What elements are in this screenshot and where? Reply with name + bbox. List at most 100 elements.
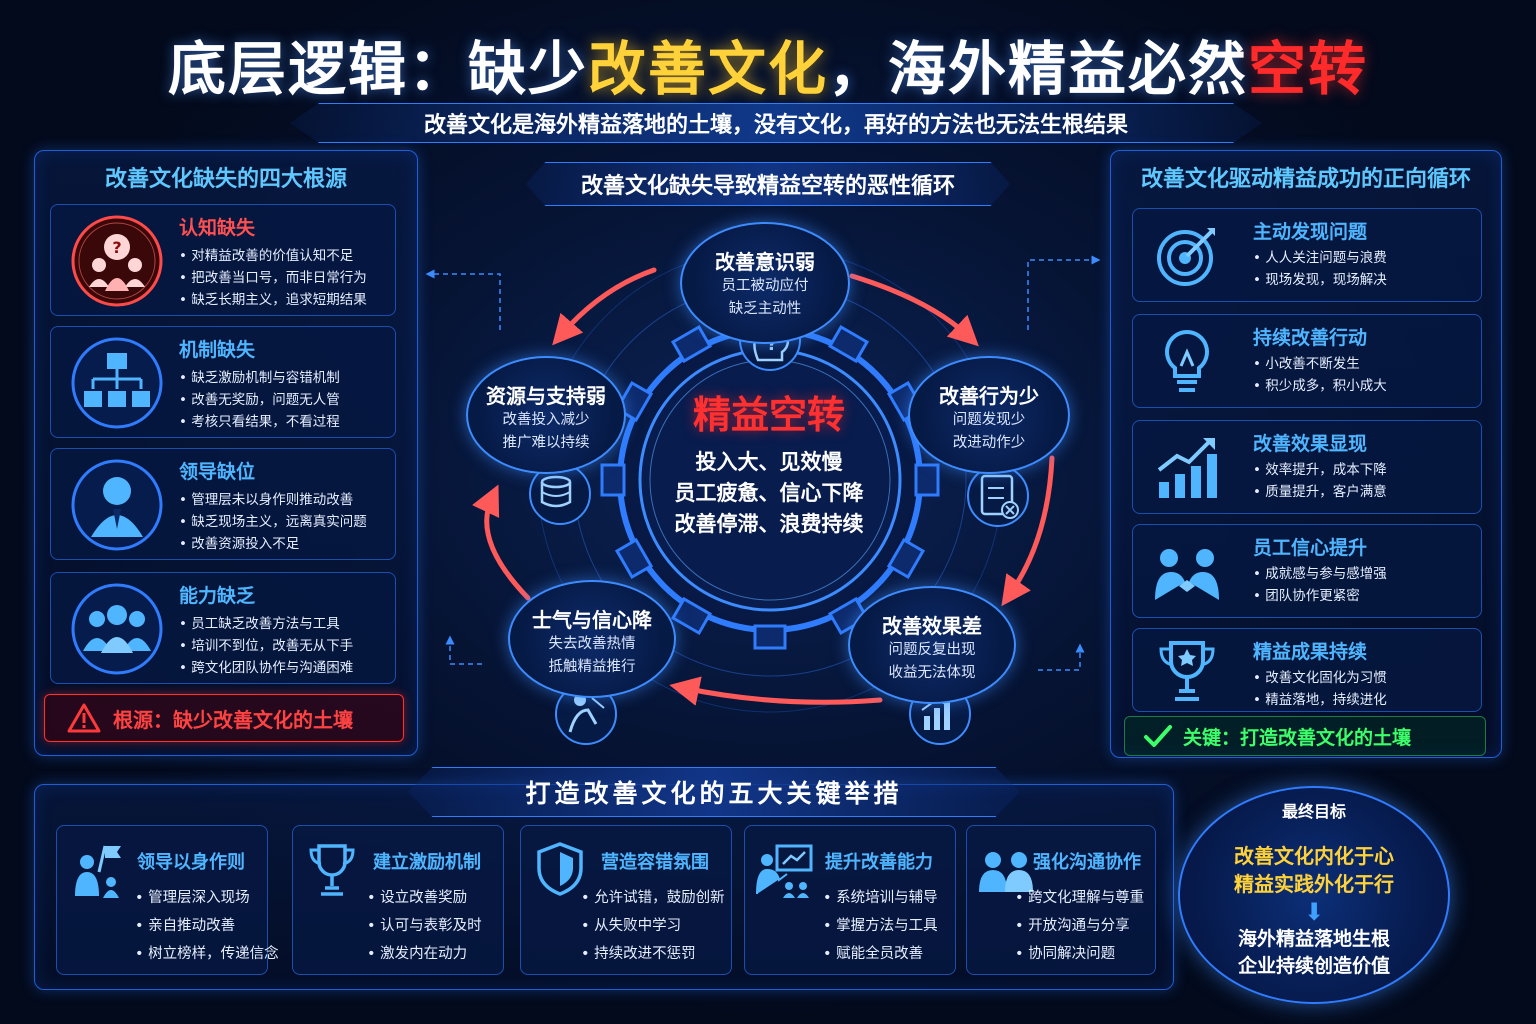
cause-list: 管理层未以身作则推动改善 缺乏现场主义，远离真实问题 改善资源投入不足 <box>179 489 367 555</box>
leader-icon <box>71 459 163 551</box>
cause-title: 认知缺失 <box>179 217 256 239</box>
positive-title: 改善效果显现 <box>1253 433 1368 455</box>
cause-item: 改善无奖励，问题无人管 <box>179 389 340 411</box>
node-line: 收益无法体现 <box>888 665 976 681</box>
goal-top-line: 改善文化内化于心 <box>1234 844 1394 868</box>
cycle-node-behavior: 改善行为少 问题发现少 改进动作少 <box>908 356 1070 474</box>
positive-item: 改善文化固化为习惯 <box>1253 667 1387 689</box>
team-icon <box>71 583 163 675</box>
alert-text: 根源：缺少改善文化的土壤 <box>113 707 353 732</box>
positive-item: 团队协作更紧密 <box>1253 585 1387 607</box>
growth-chart-icon <box>1157 438 1217 498</box>
flag-person-icon <box>75 845 121 898</box>
measure-list: 管理层深入现场 亲自推动改善 树立榜样，传递信念 <box>135 884 279 968</box>
cause-item: 缺乏长期主义，追求短期结果 <box>179 289 367 311</box>
measure-list: 允许试错，鼓励创新 从失败中学习 持续改进不惩罚 <box>581 884 725 968</box>
key-text: 关键：打造改善文化的土壤 <box>1183 726 1412 749</box>
measure-item: 允许试错，鼓励创新 <box>581 884 725 912</box>
measure-item: 系统培训与辅导 <box>823 884 938 912</box>
positive-item: 人人关注问题与浪费 <box>1253 247 1387 269</box>
positive-list: 人人关注问题与浪费 现场发现，现场解决 <box>1253 247 1387 291</box>
confused-people-icon: ? <box>71 215 163 307</box>
cause-list: 缺乏激励机制与容错机制 改善无奖励，问题无人管 考核只看结果，不看过程 <box>179 367 340 433</box>
measure-card-leadership: 领导以身作则 管理层深入现场 亲自推动改善 树立榜样，传递信念 <box>56 825 279 975</box>
cause-item: 管理层未以身作则推动改善 <box>179 489 367 511</box>
cause-title: 领导缺位 <box>179 461 256 483</box>
core-line: 投入大、见效慢 <box>695 450 843 474</box>
final-goal-globe: 最终目标 改善文化内化于心 精益实践外化于行 ⬇ 海外精益落地生根 企业持续创造… <box>1178 786 1450 1004</box>
goal-top-line: 精益实践外化于行 <box>1234 872 1394 896</box>
title-part1: 底层逻辑：缺少 <box>167 35 588 103</box>
page-subtitle: 改善文化是海外精益落地的土壤，没有文化，再好的方法也无法生根结果 <box>290 103 1262 143</box>
goal-bottom-line: 企业持续创造价值 <box>1237 955 1390 977</box>
measure-item: 掌握方法与工具 <box>823 912 938 940</box>
measure-item: 开放沟通与分享 <box>1015 912 1144 940</box>
positive-card-sustain: 精益成果持续 改善文化固化为习惯 精益落地，持续进化 <box>1132 628 1482 712</box>
cause-item: 缺乏激励机制与容错机制 <box>179 367 340 389</box>
node-title: 改善效果差 <box>882 614 982 638</box>
node-line: 失去改善热情 <box>548 636 636 652</box>
core-title: 精益空转 <box>692 393 845 437</box>
measure-item: 跨文化理解与尊重 <box>1015 884 1144 912</box>
positive-card-discover: 主动发现问题 人人关注问题与浪费 现场发现，现场解决 <box>1132 208 1482 302</box>
cause-item: 跨文化团队协作与沟通困难 <box>179 657 353 679</box>
cause-item: 培训不到位，改善无从下手 <box>179 635 353 657</box>
positive-title: 精益成果持续 <box>1253 641 1368 663</box>
positive-card-action: 持续改善行动 小改善不断发生 积少成多，积小成大 <box>1132 314 1482 408</box>
goal-label: 最终目标 <box>1281 802 1346 821</box>
node-line: 改进动作少 <box>952 435 1026 451</box>
positive-list: 成就感与参与感增强 团队协作更紧密 <box>1253 563 1387 607</box>
positive-item: 积少成多，积小成大 <box>1253 375 1387 397</box>
measure-item: 设立改善奖励 <box>367 884 482 912</box>
measure-list: 跨文化理解与尊重 开放沟通与分享 协同解决问题 <box>1015 884 1144 968</box>
measure-card-capability: 提升改善能力 系统培训与辅导 掌握方法与工具 赋能全员改善 <box>744 825 956 975</box>
cycle-node-awareness: 改善意识弱 员工被动应付 缺乏主动性 <box>680 222 850 344</box>
measure-item: 管理层深入现场 <box>135 884 279 912</box>
cause-list: 员工缺乏改善方法与工具 培训不到位，改善无从下手 跨文化团队协作与沟通困难 <box>179 613 353 679</box>
measure-title: 领导以身作则 <box>137 852 245 873</box>
node-line: 员工被动应付 <box>721 278 809 294</box>
cause-item: 改善资源投入不足 <box>179 533 367 555</box>
measure-item: 赋能全员改善 <box>823 940 938 968</box>
cause-card-capability: 能力缺乏 员工缺乏改善方法与工具 培训不到位，改善无从下手 跨文化团队协作与沟通… <box>50 572 396 684</box>
node-line: 推广难以持续 <box>502 435 590 451</box>
measure-title: 强化沟通协作 <box>1033 852 1141 873</box>
node-title: 改善意识弱 <box>715 250 815 274</box>
cause-list: 对精益改善的价值认知不足 把改善当口号，而非日常行为 缺乏长期主义，追求短期结果 <box>179 245 367 311</box>
training-icon <box>756 844 813 898</box>
page-title: 底层逻辑：缺少改善文化，海外精益必然空转 <box>0 22 1536 106</box>
measure-card-communication: 强化沟通协作 跨文化理解与尊重 开放沟通与分享 协同解决问题 <box>966 825 1156 975</box>
measure-item: 协同解决问题 <box>1015 940 1144 968</box>
node-title: 士气与信心降 <box>532 608 652 632</box>
key-measures-title: 打造改善文化的五大关键举措 <box>408 767 1020 817</box>
cause-item: 考核只看结果，不看过程 <box>179 411 340 433</box>
shield-icon <box>537 842 583 896</box>
trophy-icon <box>309 844 355 896</box>
node-line: 缺乏主动性 <box>728 301 802 317</box>
measure-item: 认可与表彰及时 <box>367 912 482 940</box>
down-arrow-icon: ⬇ <box>1303 898 1325 926</box>
positive-cycle-title: 改善文化驱动精益成功的正向循环 <box>1140 167 1471 192</box>
measure-card-tolerance: 营造容错氛围 允许试错，鼓励创新 从失败中学习 持续改进不惩罚 <box>520 825 732 975</box>
node-title: 改善行为少 <box>939 384 1039 408</box>
positive-title: 持续改善行动 <box>1253 327 1368 349</box>
node-line: 抵触精益推行 <box>548 659 636 675</box>
cycle-node-resources: 资源与支持弱 改善投入减少 推广难以持续 <box>466 356 626 474</box>
node-line: 问题发现少 <box>952 412 1026 428</box>
cause-item: 对精益改善的价值认知不足 <box>179 245 367 267</box>
core-line: 员工疲惫、信心下降 <box>674 481 864 505</box>
goal-bottom-line: 海外精益落地生根 <box>1237 928 1390 950</box>
trophy-icon <box>1159 641 1215 701</box>
measure-item: 持续改进不惩罚 <box>581 940 725 968</box>
positive-item: 质量提升，客户满意 <box>1253 481 1387 503</box>
svg-text:?: ? <box>767 334 777 355</box>
measure-item: 激发内在动力 <box>367 940 482 968</box>
lightbulb-icon <box>1165 329 1209 392</box>
measure-list: 设立改善奖励 认可与表彰及时 激发内在动力 <box>367 884 482 968</box>
cause-card-mechanism: 机制缺失 缺乏激励机制与容错机制 改善无奖励，问题无人管 考核只看结果，不看过程 <box>50 326 396 438</box>
cause-title: 能力缺乏 <box>179 585 256 607</box>
cycle-node-effect: 改善效果差 问题反复出现 收益无法体现 <box>848 586 1016 704</box>
cause-item: 把改善当口号，而非日常行为 <box>179 267 367 289</box>
positive-item: 成就感与参与感增强 <box>1253 563 1387 585</box>
measure-title: 提升改善能力 <box>825 852 933 873</box>
